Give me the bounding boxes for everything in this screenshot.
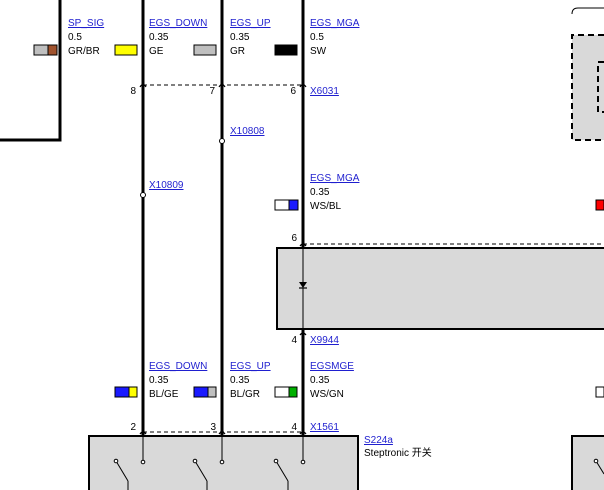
swatch-brown <box>47 44 58 56</box>
egs-down-color: GE <box>149 46 164 57</box>
splice-x10808 <box>219 138 225 144</box>
wire-label-egs-down-bot: EGS_DOWN 0.35 BL/GE <box>114 361 207 400</box>
x6031-link[interactable]: X6031 <box>310 86 339 97</box>
x10808-link[interactable]: X10808 <box>230 126 265 137</box>
s224a-link[interactable]: S224a <box>364 435 393 446</box>
swatch-yellow <box>128 386 138 398</box>
left-component-outline <box>0 0 62 142</box>
x9944-link[interactable]: X9944 <box>310 335 339 346</box>
egs-up-bot-size: 0.35 <box>230 375 250 386</box>
splice-x10809 <box>140 192 146 198</box>
diode-icon <box>299 282 307 288</box>
x6031-pin-6: 6 <box>290 86 296 97</box>
right-bottom-box <box>571 435 604 490</box>
egs-mga-name[interactable]: EGS_MGA <box>310 18 360 29</box>
middle-component-box <box>276 247 604 330</box>
pin-arc <box>218 431 226 435</box>
right-inner-dashed <box>597 61 604 113</box>
egs-mga-mid-name[interactable]: EGS_MGA <box>310 173 360 184</box>
egs-up-size: 0.35 <box>230 32 250 43</box>
wire-label-egs-up-bot: EGS_UP 0.35 BL/GR <box>193 361 271 400</box>
egs-up-bot-name[interactable]: EGS_UP <box>230 361 271 372</box>
swatch-blue <box>288 199 299 211</box>
right-swatch <box>595 386 604 398</box>
x10809-link[interactable]: X10809 <box>149 180 184 191</box>
s224a-name: Steptronic 开关 <box>364 446 432 459</box>
egs-mga-mid-color: WS/BL <box>310 201 342 212</box>
swatch-gray <box>33 44 49 56</box>
swatch-blue <box>193 386 209 398</box>
swatch-green <box>288 386 298 398</box>
swatch-white <box>274 199 290 211</box>
egs-mga-mid-size: 0.35 <box>310 187 330 198</box>
pin-arc <box>139 431 147 435</box>
x1561-pin-2: 2 <box>130 422 136 433</box>
egs-down-bot-size: 0.35 <box>149 375 169 386</box>
right-bracket <box>571 7 604 15</box>
swatch-black <box>274 44 298 56</box>
wire-label-sp-sig: SP_SIG 0.5 GR/BR <box>33 18 104 57</box>
x9944-pin-4: 4 <box>291 335 297 346</box>
egs-down-size: 0.35 <box>149 32 169 43</box>
wire-label-egs-down-top: EGS_DOWN 0.35 GE <box>114 18 207 57</box>
egs-up-color: GR <box>230 46 245 57</box>
egs-down-name[interactable]: EGS_DOWN <box>149 18 207 29</box>
egsmge-bot-color: WS/GN <box>310 389 344 400</box>
swatch-yellow <box>114 44 138 56</box>
pin-arc <box>299 332 307 336</box>
sp-sig-size: 0.5 <box>68 32 82 43</box>
egs-up-name[interactable]: EGS_UP <box>230 18 271 29</box>
swatch-blue <box>114 386 130 398</box>
egs-up-bot-color: BL/GR <box>230 389 260 400</box>
sp-sig-color: GR/BR <box>68 46 100 57</box>
egs-mga-color: SW <box>310 46 327 57</box>
pin-arc <box>299 83 307 88</box>
pin-arc <box>218 83 226 88</box>
swatch-white <box>274 386 290 398</box>
pin-arc <box>299 431 307 435</box>
egs-down-bot-color: BL/GE <box>149 389 179 400</box>
swatch-gray <box>193 44 217 56</box>
egs-down-bot-name[interactable]: EGS_DOWN <box>149 361 207 372</box>
x6031-pin-7: 7 <box>209 86 215 97</box>
swatch-gray <box>207 386 217 398</box>
wire-label-egs-up-top: EGS_UP 0.35 GR <box>193 18 271 57</box>
switch-contacts-icon <box>113 436 604 490</box>
wire-label-egs-mga-mid: EGS_MGA 0.35 WS/BL <box>274 173 360 212</box>
pin-arc <box>299 243 307 247</box>
wire-label-egs-mga-top: EGS_MGA 0.5 SW <box>274 18 360 57</box>
x9944-pin-6: 6 <box>291 233 297 244</box>
right-component-dashed <box>571 34 604 141</box>
x1561-link[interactable]: X1561 <box>310 422 339 433</box>
pin-arc <box>139 83 147 88</box>
sp-sig-name[interactable]: SP_SIG <box>68 18 104 29</box>
red-marker <box>595 199 604 211</box>
egsmge-bot-size: 0.35 <box>310 375 330 386</box>
x1561-pin-3: 3 <box>210 422 216 433</box>
egs-mga-size: 0.5 <box>310 32 324 43</box>
egsmge-bot-name[interactable]: EGSMGE <box>310 361 354 372</box>
x6031-pin-8: 8 <box>130 86 136 97</box>
x1561-pin-4: 4 <box>291 422 297 433</box>
wire-label-egsmge-bot: EGSMGE 0.35 WS/GN <box>274 361 354 400</box>
